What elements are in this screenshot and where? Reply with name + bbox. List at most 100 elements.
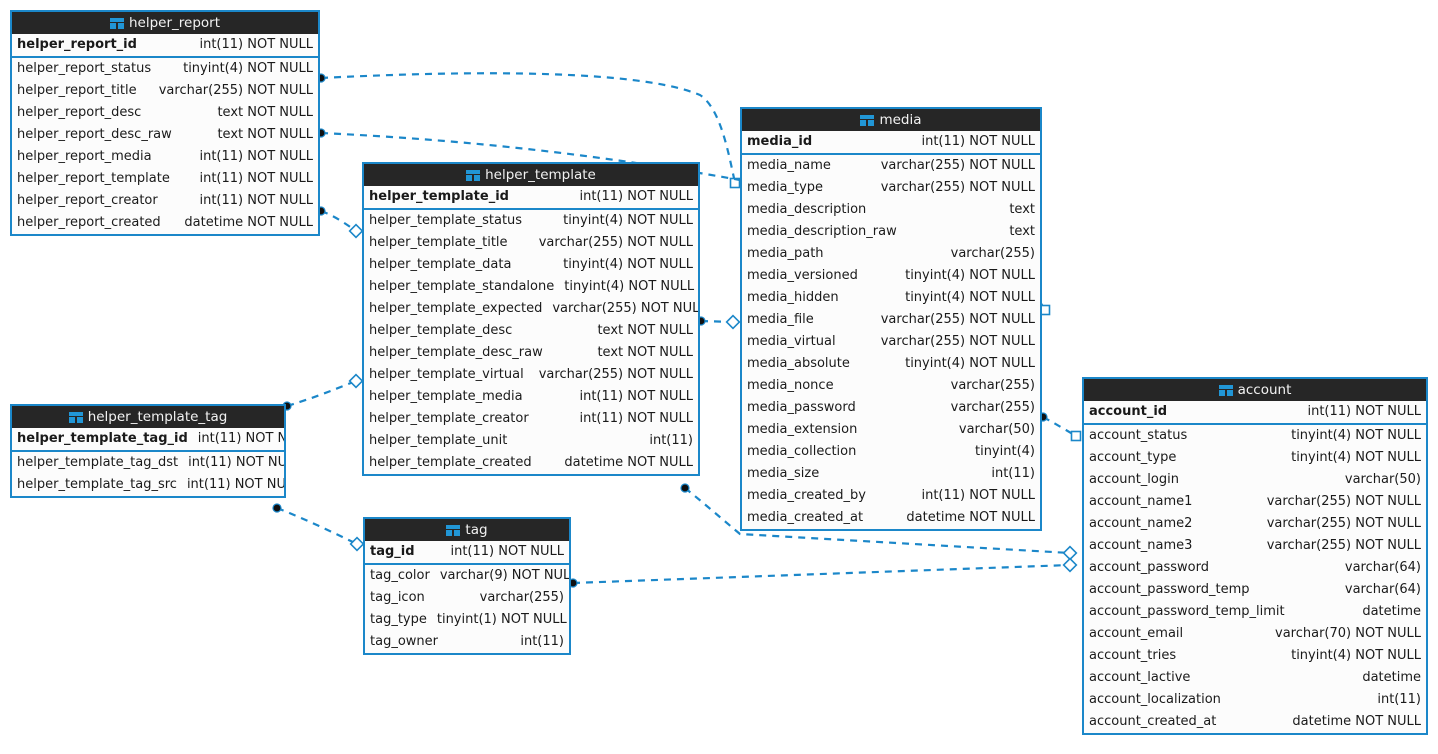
column-type: varchar(64)	[1344, 582, 1421, 597]
column-type: varchar(255) NOT NULL	[880, 180, 1035, 195]
column-name: helper_template_expected	[369, 301, 543, 316]
column-name: tag_type	[370, 612, 427, 627]
column-type: tinyint(4) NOT NULL	[905, 356, 1035, 371]
column-name: helper_template_id	[369, 189, 509, 204]
table-icon	[1218, 384, 1233, 396]
column-type: text	[1009, 202, 1035, 217]
column-row: helper_report_title varchar(255) NOT NULL	[12, 80, 318, 102]
relationship-endpoint-diamond	[349, 536, 365, 552]
column-type: tinyint(4) NOT NULL	[1291, 428, 1421, 443]
column-type: int(11) NOT NULL	[921, 134, 1035, 149]
column-name: helper_report_status	[17, 61, 152, 76]
column-type: datetime	[1362, 604, 1421, 619]
column-type: varchar(255) NOT NULL	[1266, 516, 1421, 531]
column-type: int(11)	[520, 634, 564, 649]
table-header-account[interactable]: account	[1084, 379, 1426, 401]
table-header-helper_report[interactable]: helper_report	[12, 12, 318, 34]
column-name: tag_id	[370, 544, 415, 559]
column-name: media_extension	[747, 422, 858, 437]
column-name: media_absolute	[747, 356, 850, 371]
column-name: media_hidden	[747, 290, 839, 305]
relationship-endpoint-diamond	[348, 373, 364, 389]
table-icon	[860, 114, 875, 126]
relationship-endpoint-square	[729, 177, 741, 189]
column-name: helper_report_id	[17, 37, 137, 52]
column-name: helper_report_desc	[17, 105, 142, 120]
column-name: helper_template_tag_src	[17, 477, 177, 492]
primary-key-row: tag_id int(11) NOT NULL	[365, 541, 569, 563]
column-type: varchar(255) NOT NULL	[158, 83, 313, 98]
column-type: int(11) NOT NULL	[450, 544, 564, 559]
column-type: varchar(255) NOT NULL	[1266, 538, 1421, 553]
column-type: int(11)	[1377, 692, 1421, 707]
table-helper_report[interactable]: helper_report helper_report_id int(11) NOT…	[10, 10, 320, 236]
column-row: account_password_temp_limit datetime	[1084, 601, 1426, 623]
relationship-rel-report-creator-account	[320, 209, 357, 232]
column-name: account_password_temp_limit	[1089, 604, 1285, 619]
column-name: helper_template_unit	[369, 433, 508, 448]
column-name: media_nonce	[747, 378, 834, 393]
column-type: int(11) NOT NULL	[199, 171, 313, 186]
table-header-media[interactable]: media	[742, 109, 1040, 131]
column-type: datetime NOT NULL	[564, 455, 693, 470]
column-name: account_localization	[1089, 692, 1221, 707]
column-name: helper_template_desc	[369, 323, 513, 338]
table-header-helper_template_tag[interactable]: helper_template_tag	[12, 406, 284, 428]
column-type: tinyint(4) NOT NULL	[1291, 648, 1421, 663]
column-name: helper_report_created	[17, 215, 161, 230]
table-header-tag[interactable]: tag	[365, 519, 569, 541]
column-type: tinyint(4) NOT NULL	[563, 213, 693, 228]
column-name: account_status	[1089, 428, 1188, 443]
relationship-rel-tpltag-tag	[276, 506, 358, 545]
table-header-helper_template[interactable]: helper_template	[364, 164, 698, 186]
relationship-endpoint-diamond	[725, 314, 741, 330]
table-icon	[466, 169, 481, 181]
column-row: account_localization int(11)	[1084, 689, 1426, 711]
column-type: varchar(255) NOT NULL	[538, 235, 693, 250]
column-type: datetime NOT NULL	[1292, 714, 1421, 729]
column-name: helper_report_title	[17, 83, 137, 98]
column-name: media_password	[747, 400, 856, 415]
column-row: media_absolute tinyint(4) NOT NULL	[742, 353, 1040, 375]
column-name: account_lactive	[1089, 670, 1191, 685]
column-type: varchar(255) NOT NULL	[880, 334, 1035, 349]
column-type: tinyint(4) NOT NULL	[905, 268, 1035, 283]
column-name: account_type	[1089, 450, 1177, 465]
